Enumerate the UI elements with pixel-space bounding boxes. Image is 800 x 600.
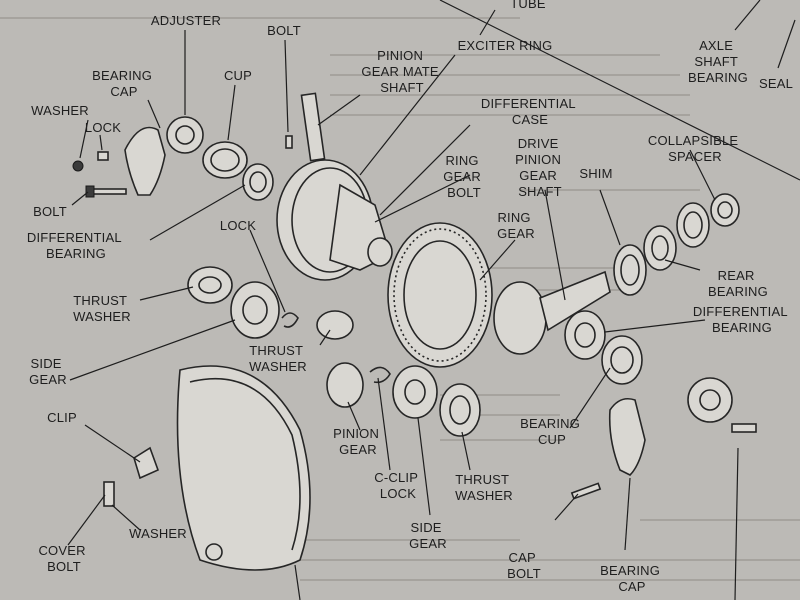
label-bearing-cup: BEARING CUP	[520, 416, 584, 447]
label-adjuster: ADJUSTER	[151, 13, 221, 28]
thrust-washer-part-left	[187, 266, 233, 304]
label-bearing-cap-left: BEARING CAP	[92, 68, 156, 99]
label-lock-mid: LOCK	[220, 218, 256, 233]
page-divider-line	[439, 0, 800, 181]
label-thrust-washer-right: THRUST WASHER	[455, 472, 513, 503]
label-shim: SHIM	[579, 166, 612, 181]
lock-part-mid	[281, 312, 299, 328]
leader-lines	[67, 0, 796, 600]
differential-case-part	[276, 159, 393, 281]
label-washer-bottom: WASHER	[129, 526, 187, 541]
labels: TUBE AXLE SHAFT BEARING SEAL ADJUSTER BO…	[27, 0, 793, 594]
label-exciter-ring: EXCITER RING	[458, 38, 553, 53]
differential-bearing-part-right	[564, 310, 606, 360]
bearing-cap-part-bottom	[608, 397, 646, 476]
label-axle-shaft-bearing: AXLE SHAFT BEARING	[688, 38, 748, 85]
label-collapsible-spacer: COLLAPSIBLE SPACER	[648, 133, 742, 164]
label-cap-bolt: CAP BOLT	[507, 550, 541, 581]
label-bolt-left: BOLT	[33, 204, 67, 219]
label-clip: CLIP	[47, 410, 77, 425]
lock-part-top	[97, 151, 109, 161]
collapsible-spacer-part	[676, 202, 710, 248]
adjuster-part	[166, 116, 204, 154]
label-lock-top: LOCK	[85, 120, 121, 135]
c-clip-lock-part	[369, 366, 391, 384]
cover-bolt-part	[103, 481, 115, 507]
label-differential-bearing-right: DIFFERENTIAL BEARING	[693, 304, 791, 335]
shim-part	[613, 244, 647, 296]
label-differential-bearing-left: DIFFERENTIAL BEARING	[27, 230, 125, 261]
label-thrust-washer-mid: THRUST WASHER	[249, 343, 307, 374]
label-seal: SEAL	[759, 76, 793, 91]
seal-part	[710, 193, 740, 227]
rear-bearing-part	[643, 225, 677, 271]
side-gear-part-bottom	[392, 365, 438, 419]
drive-pinion-gear-shaft-part	[493, 270, 611, 355]
label-differential-case: DIFFERENTIAL CASE	[481, 96, 579, 127]
bolt-part-top	[285, 135, 293, 149]
label-bearing-cap-bottom: BEARING CAP	[600, 563, 664, 594]
pinion-gear-mate-shaft-part	[300, 92, 326, 162]
small-bolt-part-right	[731, 423, 757, 433]
cap-bolt-part	[570, 482, 602, 500]
side-gear-part-left	[230, 281, 280, 339]
label-cover-bolt: COVER BOLT	[38, 543, 89, 574]
label-ring-gear-bolt: RING GEAR BOLT	[443, 153, 484, 200]
label-side-gear-left: SIDE GEAR	[29, 356, 67, 387]
label-washer-left: WASHER	[31, 103, 89, 118]
thrust-washer-part-right	[439, 383, 481, 437]
cover-plug-part	[205, 543, 223, 561]
differential-bearing-part-left	[242, 163, 274, 201]
bolt-part-left	[85, 185, 127, 198]
bearing-cap-part-left	[124, 126, 166, 196]
ring-gear-part	[387, 222, 493, 368]
label-tube: TUBE	[510, 0, 546, 11]
label-cup: CUP	[224, 68, 252, 83]
pinion-gear-part	[326, 362, 364, 408]
axle-hub-part	[687, 377, 733, 423]
washer-part-left	[72, 160, 84, 172]
label-pinion-gear-mate-shaft: PINION GEAR MATE SHAFT	[361, 48, 442, 95]
label-ring-gear: RING GEAR	[497, 210, 535, 241]
label-side-gear-bottom: SIDE GEAR	[409, 520, 447, 551]
cup-part	[202, 141, 248, 179]
label-rear-bearing: REAR BEARING	[708, 268, 768, 299]
clip-part	[133, 446, 160, 480]
cover-part	[176, 365, 311, 571]
thrust-washer-part-mid	[316, 310, 354, 340]
label-c-clip-lock: C-CLIP LOCK	[374, 470, 421, 501]
label-thrust-washer-left: THRUST WASHER	[73, 293, 131, 324]
label-bolt-top: BOLT	[267, 23, 301, 38]
bearing-cup-part	[601, 335, 643, 385]
label-drive-pinion-gear-shaft: DRIVE PINION GEAR SHAFT	[515, 136, 565, 199]
label-pinion-gear: PINION GEAR	[333, 426, 383, 457]
